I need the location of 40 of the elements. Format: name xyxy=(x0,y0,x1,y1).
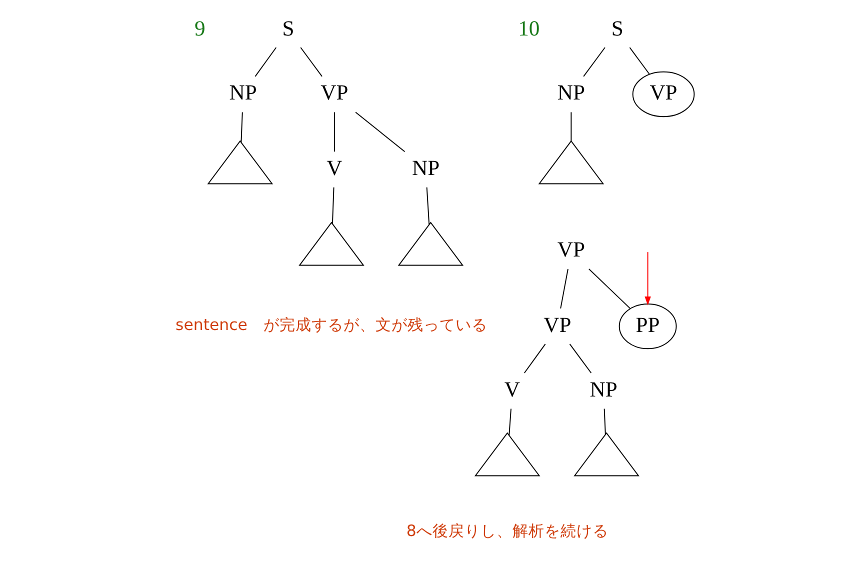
node-text: S xyxy=(282,16,294,40)
node-triangle xyxy=(538,140,604,184)
connector xyxy=(570,112,572,142)
node-text: NP xyxy=(229,80,257,105)
connector xyxy=(569,344,592,374)
node-triangle xyxy=(398,222,464,266)
connector xyxy=(508,408,512,436)
connector xyxy=(334,112,335,152)
node-triangle xyxy=(574,432,640,476)
node-triangle xyxy=(207,140,274,184)
connector xyxy=(588,268,631,310)
label: 8へ後戻りし、解析を続ける xyxy=(406,520,608,540)
node-text: NP xyxy=(412,156,440,180)
label: 10 xyxy=(518,16,540,40)
node-text: NP xyxy=(590,377,618,402)
label: 9 xyxy=(194,16,206,40)
connector xyxy=(583,47,606,77)
node-text: V xyxy=(326,156,342,180)
node-triangle xyxy=(474,432,540,476)
node-ellipse: PP xyxy=(618,303,677,350)
node-ellipse: VP xyxy=(632,71,695,118)
node-text: NP xyxy=(557,80,585,105)
node-text: V xyxy=(504,377,520,402)
node-text: S xyxy=(611,16,624,40)
connector xyxy=(300,47,323,77)
connector xyxy=(240,112,243,143)
node-text: VP xyxy=(557,238,585,262)
label: sentence が完成するが、文が残っている xyxy=(176,315,488,334)
connector xyxy=(560,268,568,309)
connector xyxy=(355,112,406,152)
node-text: VP xyxy=(320,80,348,105)
node-triangle xyxy=(298,222,364,266)
connector xyxy=(332,186,334,224)
node-text: VP xyxy=(544,312,572,337)
arrow xyxy=(644,252,651,306)
connector xyxy=(254,47,277,77)
connector xyxy=(524,344,546,374)
connector xyxy=(426,186,430,225)
connector xyxy=(629,47,650,75)
connector xyxy=(604,408,606,435)
